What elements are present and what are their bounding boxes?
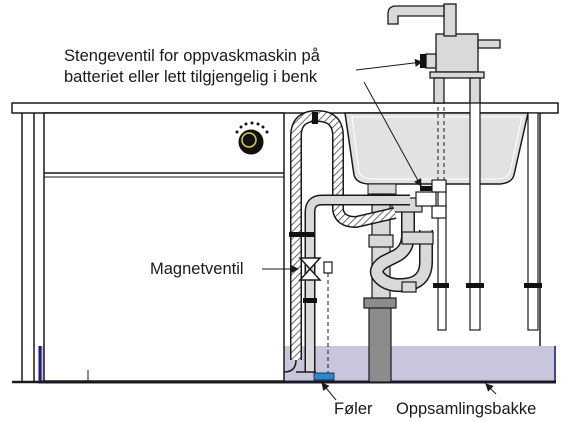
hose-clip-top [312,112,318,124]
solenoid-valve-icon [298,257,333,281]
drain-hose-bottom [283,359,297,373]
p-trap-cap [401,281,417,293]
label-sensor: Føler [334,400,373,418]
supply-pipe-right [469,71,481,331]
p-trap-fill [371,200,432,291]
sensor-leader [321,382,337,401]
pipe-band-2 [466,283,484,288]
dishwasher-body [43,112,285,382]
label-shutoff-line1: Stengeventil for oppvaskmaskin på [64,47,321,65]
water-supply-hose-fill [306,196,410,372]
countertop [11,102,559,114]
faucet-icon [387,3,501,104]
label-solenoid-valve: Magnetventil [150,260,244,278]
supply-pipe-far [527,112,539,331]
pipe-band-3 [524,283,542,288]
shutoff-leader-2 [363,81,422,187]
tray-leader [485,383,497,395]
drain-pipe-collar [363,297,397,309]
pipe-band-1 [433,283,449,288]
hose-clamp-1 [289,232,315,237]
drain-downpipe [368,299,392,383]
label-collection-tray: Oppsamlingsbakke [396,400,536,418]
sink-basin-inner [351,116,523,180]
p-trap-nut-1 [401,231,434,245]
sink-basin [344,112,529,185]
hose-clamp-2 [303,298,317,303]
sensor [313,372,335,381]
shutoff-leader-1 [355,58,423,71]
drain-pipe-band [368,234,394,248]
label-shutoff-line2: batteriet eller lett tilgjengelig i benk [64,68,318,86]
shutoff-valve-icon [415,179,447,219]
control-knob-icon [235,121,269,155]
drain-hose-fill [291,111,397,360]
sink-drain-outlet [367,183,397,195]
